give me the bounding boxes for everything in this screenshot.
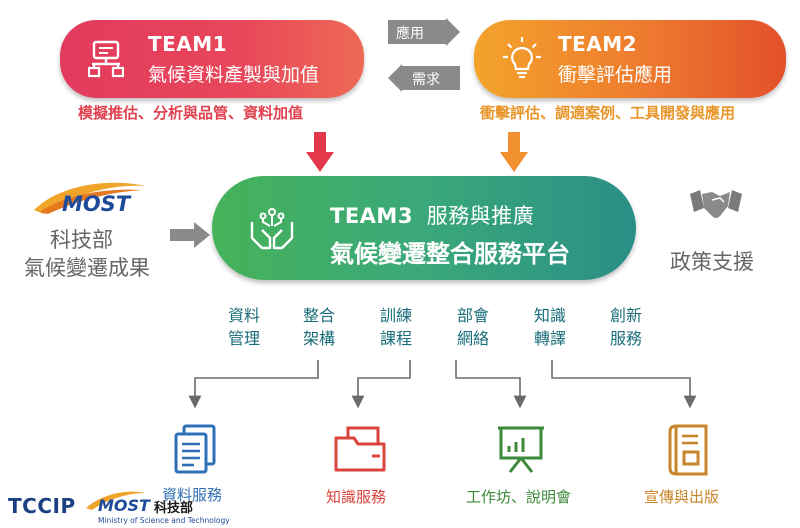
presentation-board-icon: [498, 426, 544, 473]
footer-most-logo: MOST 科技部 Ministry of Science and Technol…: [84, 490, 230, 526]
policy-label: 政策支援: [670, 250, 754, 274]
team2-subtitle: 衝擊評估應用: [558, 64, 673, 86]
service-line1: 整合: [302, 306, 335, 325]
team1-box: TEAM1 氣候資料產製與加值: [60, 20, 364, 98]
footer-most-cn: 科技部: [154, 501, 194, 516]
most-logo-text: MOST: [62, 192, 131, 216]
most-arrow: [170, 222, 210, 248]
service-item-data-management: 資料 管理: [222, 304, 266, 350]
service-item-training: 訓練 課程: [374, 304, 418, 350]
team2-caption: 衝擊評估、調適案例、工具開發與應用: [480, 104, 736, 122]
service-line1: 創新: [609, 306, 642, 325]
output-label-data: 資料服務: [162, 486, 223, 504]
service-item-knowledge-translation: 知識 轉譯: [528, 304, 572, 350]
handshake-icon: [690, 190, 742, 218]
service-line1: 知識: [533, 306, 566, 325]
need-label: 需求: [412, 72, 440, 88]
team3-title: TEAM3 服務與推廣: [330, 200, 534, 230]
apply-label: 應用: [396, 26, 424, 42]
most-line2: 氣候變遷成果: [24, 256, 150, 280]
server-icon: [88, 40, 124, 78]
need-arrow: 需求: [388, 64, 460, 92]
output-label-publication: 宣傳與出版: [644, 488, 720, 506]
service-item-ministry-network: 部會 網絡: [451, 304, 495, 350]
hands-network-icon: [250, 208, 294, 250]
team3-title-suffix: 服務與推廣: [426, 204, 535, 228]
service-line1: 部會: [456, 306, 489, 325]
lightbulb-icon: [503, 37, 541, 79]
team2-down-arrow: [500, 132, 528, 172]
team1-title: TEAM1: [148, 32, 228, 56]
team2-box: TEAM2 衝擊評估應用: [474, 20, 786, 98]
service-line2: 網絡: [456, 329, 489, 348]
output-label-workshop: 工作坊、說明會: [466, 488, 572, 506]
team3-box: TEAM3 服務與推廣 氣候變遷整合服務平台: [212, 176, 636, 280]
folder-icon: [334, 426, 386, 472]
team1-caption: 模擬推估、分析與品管、資料加值: [78, 104, 304, 122]
service-item-innovation: 創新 服務: [604, 304, 648, 350]
apply-arrow: 應用: [388, 18, 460, 46]
team3-subtitle: 氣候變遷整合服務平台: [330, 240, 570, 268]
most-logo: MOST: [30, 180, 150, 218]
tccip-logo-text: TCCIP: [8, 494, 76, 518]
team1-subtitle: 氣候資料產製與加值: [148, 64, 320, 86]
service-line1: 訓練: [379, 306, 412, 325]
service-item-integration: 整合 架構: [297, 304, 341, 350]
tccip-logo: TCCIP: [8, 494, 76, 518]
team3-title-code: TEAM3: [330, 204, 413, 228]
publication-icon: [668, 424, 708, 476]
service-line2: 課程: [379, 329, 412, 348]
team1-down-arrow: [306, 132, 334, 172]
service-line2: 管理: [227, 329, 260, 348]
documents-icon: [174, 424, 216, 474]
most-line1: 科技部: [50, 228, 113, 252]
team2-title: TEAM2: [558, 32, 638, 56]
service-line1: 資料: [227, 306, 260, 325]
footer-ministry: Ministry of Science and Technology: [98, 516, 230, 525]
footer-most-text: MOST: [98, 496, 150, 515]
service-line2: 轉譯: [533, 329, 566, 348]
service-line2: 服務: [609, 329, 642, 348]
output-label-knowledge: 知識服務: [326, 488, 387, 506]
service-line2: 架構: [302, 329, 335, 348]
